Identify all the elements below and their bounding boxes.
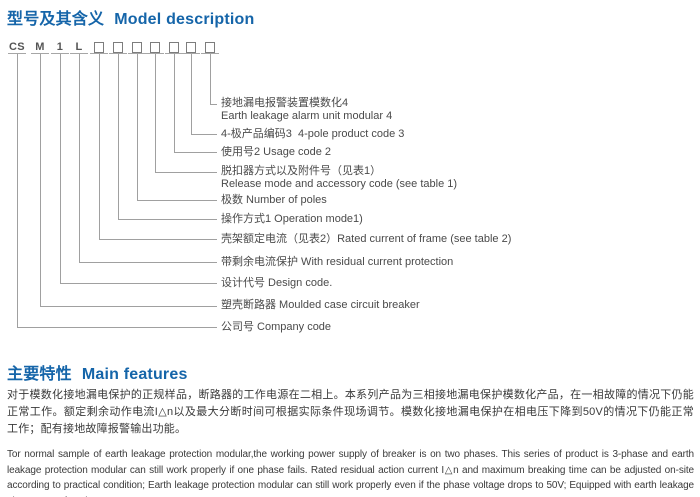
code-label-5: 极数 Number of poles <box>221 194 327 207</box>
leader-line <box>210 54 217 105</box>
code-label-line1: 操作方式1 Operation mode1) <box>221 213 363 225</box>
section-title-zh: 主要特性 <box>7 366 72 383</box>
leader-line <box>99 54 217 240</box>
code-label-11: 公司号 Company code <box>221 321 331 334</box>
leader-line <box>79 54 217 263</box>
code-label-line1: 使用号2 Usage code 2 <box>221 146 332 158</box>
code-underline <box>51 53 69 54</box>
code-underline <box>109 53 127 54</box>
code-label-line1: 设计代号 Design code. <box>221 277 333 289</box>
code-underline <box>165 53 183 54</box>
code-underline <box>182 53 200 54</box>
code-label-line1: 4-极产品编码3 4-pole product code 3 <box>221 128 405 140</box>
section-title-zh: 型号及其含义 <box>7 11 105 28</box>
code-box-3 <box>132 42 142 53</box>
code-label-line1: 接地漏电报警装置模数化4 <box>221 97 349 109</box>
code-box-4 <box>150 42 160 53</box>
section-title-model-description: 型号及其含义 Model description <box>7 5 255 29</box>
code-underline <box>8 53 26 54</box>
code-box-2 <box>113 42 123 53</box>
features-paragraph-chinese: 对于模数化接地漏电保护的正规样品，断路器的工作电源在二相上。本系列产品为三相接地… <box>7 389 694 435</box>
code-box-6 <box>186 42 196 53</box>
leader-line <box>174 54 217 153</box>
code-char-L: L <box>75 41 83 53</box>
code-underline <box>146 53 164 54</box>
code-label-line2: Release mode and accessory code (see tab… <box>221 178 458 190</box>
code-label-line1: 塑壳断路器 Moulded case circuit breaker <box>221 299 420 311</box>
code-label-9: 设计代号 Design code. <box>221 277 332 290</box>
code-underline <box>128 53 146 54</box>
code-label-line2: Earth leakage alarm unit modular 4 <box>221 110 393 122</box>
code-underline <box>201 53 219 54</box>
code-label-7: 壳架额定电流（见表2）Rated current of frame (see t… <box>221 233 511 246</box>
code-label-10: 塑壳断路器 Moulded case circuit breaker <box>221 299 420 312</box>
code-underline <box>70 53 88 54</box>
leader-line <box>17 54 217 328</box>
code-label-8: 带剩余电流保护 With residual current protection <box>221 256 453 269</box>
code-label-2: 4-极产品编码3 4-pole product code 3 <box>221 128 404 141</box>
leader-line <box>118 54 217 220</box>
code-char-M: M <box>35 41 45 53</box>
leader-line <box>155 54 217 173</box>
code-label-line1: 带剩余电流保护 With residual current protection <box>221 256 454 268</box>
code-label-line1: 壳架额定电流（见表2）Rated current of frame (see t… <box>221 233 512 245</box>
leader-line <box>191 54 217 135</box>
section-title-main-features: 主要特性 Main features <box>7 360 188 384</box>
code-label-4: 脱扣器方式以及附件号（见表1）Release mode and accessor… <box>221 165 457 191</box>
code-box-5 <box>169 42 179 53</box>
code-label-line1: 公司号 Company code <box>221 321 332 333</box>
features-paragraph-english: Tor normal sample of earth leakage prote… <box>7 449 694 497</box>
code-label-line1: 脱扣器方式以及附件号（见表1） <box>221 165 382 177</box>
code-underline <box>90 53 108 54</box>
code-label-6: 操作方式1 Operation mode1) <box>221 213 363 226</box>
code-char-CS: CS <box>9 41 25 53</box>
code-underline <box>31 53 49 54</box>
code-char-1: 1 <box>56 41 64 53</box>
code-label-line1: 极数 Number of poles <box>221 194 327 206</box>
leader-line <box>137 54 217 201</box>
code-box-7 <box>205 42 215 53</box>
section-title-en: Model description <box>114 11 255 28</box>
code-box-1 <box>94 42 104 53</box>
leader-line <box>60 54 217 284</box>
leader-line <box>40 54 217 307</box>
section-title-en: Main features <box>81 366 188 383</box>
code-label-3: 使用号2 Usage code 2 <box>221 146 331 159</box>
